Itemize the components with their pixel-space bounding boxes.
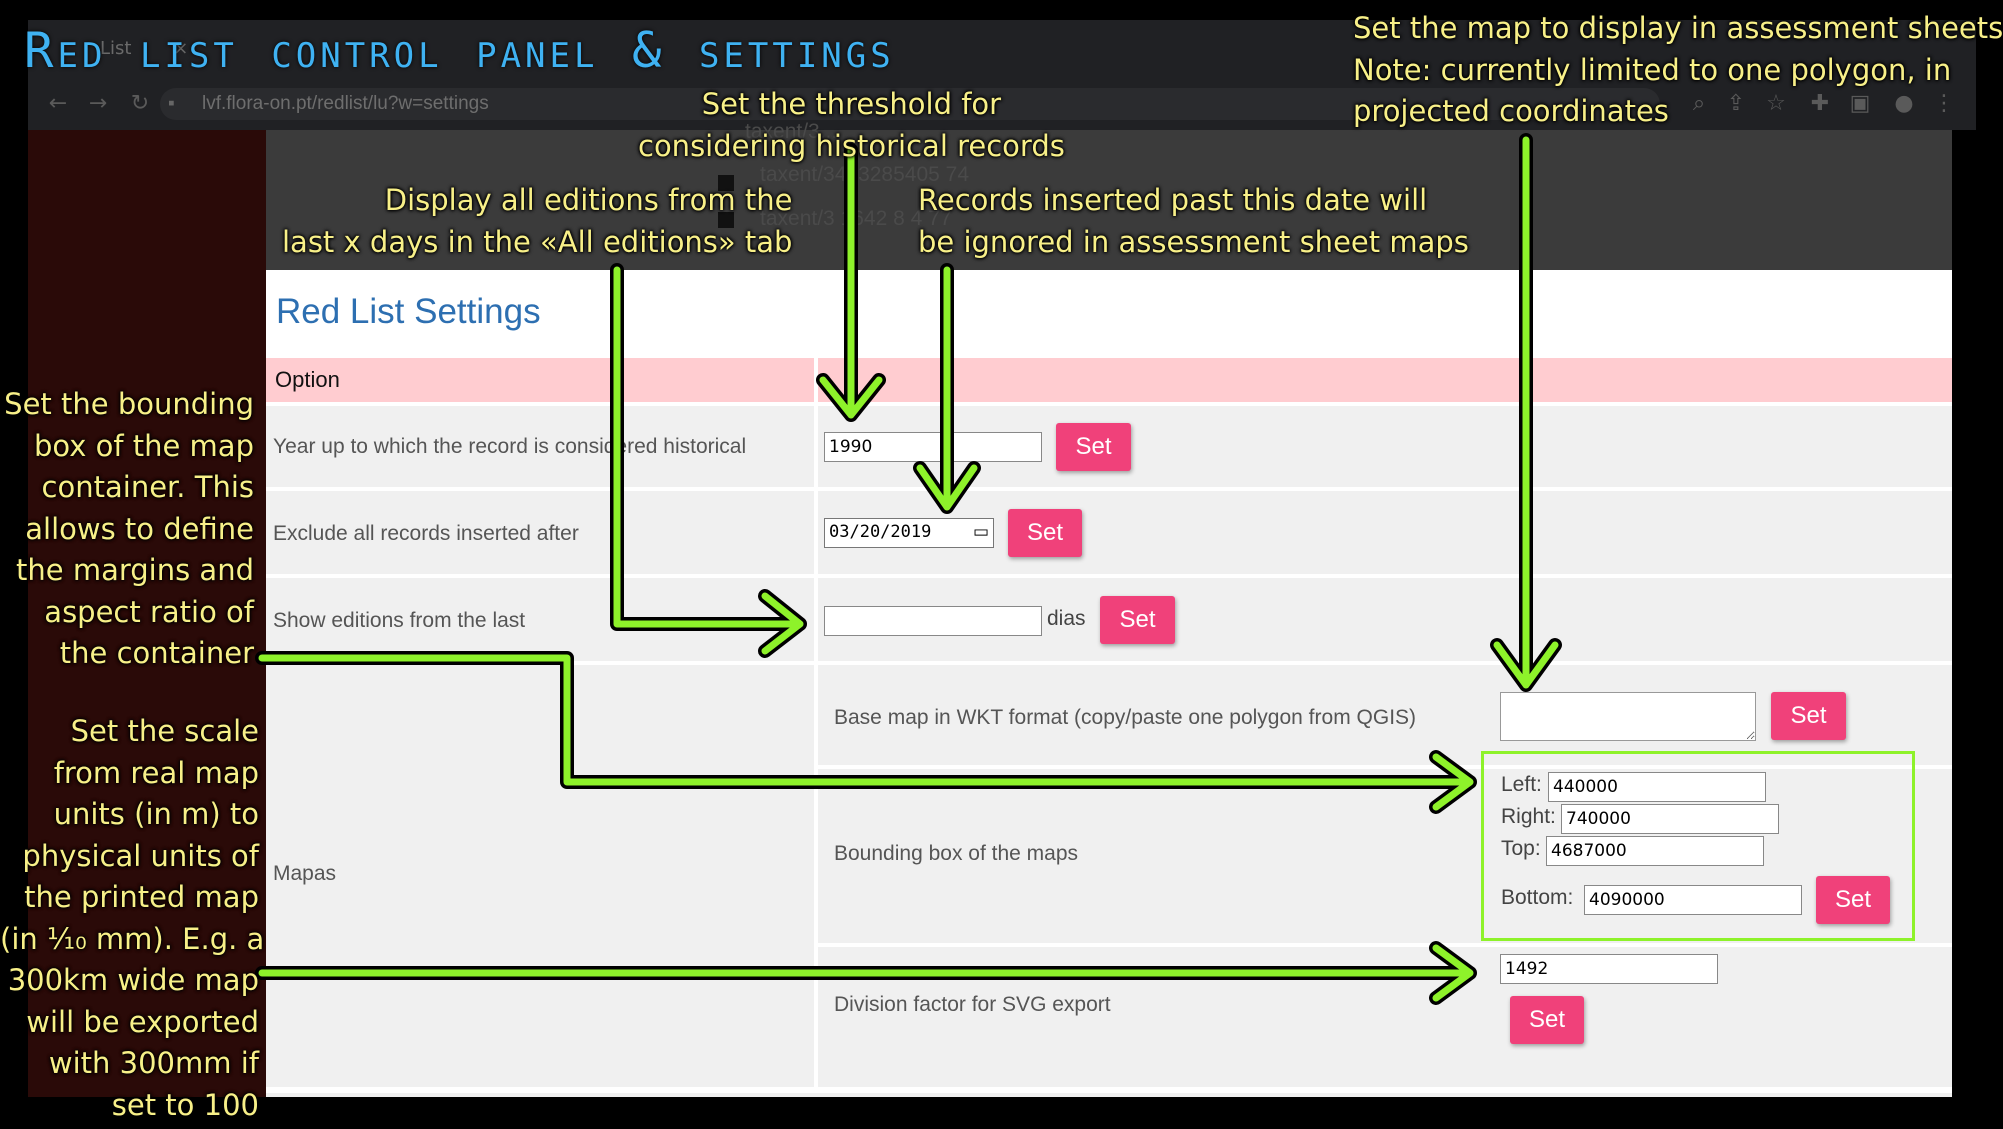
exclude-date-input[interactable]: 03/20/2019 ▭ bbox=[824, 518, 994, 548]
historical-year-input[interactable] bbox=[824, 432, 1042, 462]
row-divider bbox=[266, 402, 1952, 406]
set-historical-button[interactable]: Set bbox=[1056, 423, 1131, 471]
row-divider bbox=[818, 765, 1952, 769]
page-dark-header bbox=[266, 130, 1952, 270]
extensions-icon[interactable]: ✚ bbox=[1810, 91, 1830, 116]
division-label: Division factor for SVG export bbox=[834, 993, 1111, 1016]
profile-icon[interactable]: ● bbox=[1894, 91, 1914, 116]
address-text: lvf.flora-on.pt/redlist/lu?w=settings bbox=[202, 93, 489, 114]
row-divider bbox=[818, 943, 1952, 947]
bbox-label: Bounding box of the maps bbox=[834, 842, 1079, 865]
historical-label: Year up to which the record is considere… bbox=[273, 435, 747, 458]
left-label: Left: bbox=[1501, 773, 1542, 796]
close-tab-icon[interactable]: × bbox=[173, 38, 189, 59]
calendar-icon[interactable]: ▭ bbox=[972, 522, 989, 542]
editions-days-input[interactable] bbox=[824, 606, 1042, 636]
exclude-date-value: 03/20/2019 bbox=[829, 522, 932, 542]
page-sidebar bbox=[28, 130, 266, 1097]
top-label: Top: bbox=[1501, 837, 1541, 860]
sidepanel-icon[interactable]: ▣ bbox=[1849, 91, 1871, 116]
annotation-scale: Set the scale from real map units (in m)… bbox=[0, 714, 265, 1122]
page-title: Red List Settings bbox=[276, 292, 541, 331]
basemap-wkt-textarea[interactable] bbox=[1500, 692, 1756, 741]
list-bullet-icon bbox=[718, 212, 734, 228]
overlay-title: Red list control panel & settings bbox=[24, 22, 895, 79]
annotation-bbox: Set the bounding box of the map containe… bbox=[4, 387, 254, 670]
set-basemap-button[interactable]: Set bbox=[1771, 692, 1846, 740]
arrow-editions-line bbox=[613, 266, 804, 655]
reload-icon[interactable]: ↻ bbox=[130, 91, 150, 116]
arrow-scale-line bbox=[258, 944, 1474, 1002]
annotation-exclude: Records inserted past this date will be … bbox=[918, 183, 1469, 259]
right-label: Right: bbox=[1501, 805, 1556, 828]
annotation-editions: Display all editions from the last x day… bbox=[282, 183, 793, 259]
address-bar[interactable]: ▪ lvf.flora-on.pt/redlist/lu?w=settings bbox=[160, 88, 1660, 120]
zoom-icon[interactable]: ⌕ bbox=[1692, 91, 1706, 116]
table-header-row bbox=[266, 358, 1952, 402]
title-bar bbox=[266, 270, 1952, 358]
set-division-button[interactable]: Set bbox=[1510, 996, 1584, 1044]
bbox-right-input[interactable] bbox=[1561, 804, 1779, 834]
division-factor-input[interactable] bbox=[1500, 954, 1718, 984]
bbox-top-input[interactable] bbox=[1546, 836, 1764, 866]
editions-label: Show editions from the last bbox=[273, 609, 526, 632]
bottom-label: Bottom: bbox=[1501, 886, 1574, 909]
arrow-bbox-line bbox=[258, 654, 1474, 811]
annotation-historical: Set the threshold for considering histor… bbox=[638, 87, 1065, 163]
set-editions-button[interactable]: Set bbox=[1100, 596, 1175, 644]
bbox-left-input[interactable] bbox=[1548, 772, 1766, 802]
forward-icon[interactable]: → bbox=[88, 91, 108, 116]
taxon-link[interactable]: taxent/3... bbox=[745, 120, 838, 143]
browser-tab[interactable]: List × bbox=[100, 38, 345, 74]
basemap-label: Base map in WKT format (copy/paste one p… bbox=[834, 706, 1417, 729]
option-header: Option bbox=[275, 367, 340, 392]
exclude-label: Exclude all records inserted after bbox=[273, 522, 579, 545]
star-icon[interactable]: ☆ bbox=[1766, 91, 1786, 116]
set-exclude-button[interactable]: Set bbox=[1008, 509, 1082, 557]
mapas-label: Mapas bbox=[273, 862, 337, 885]
days-unit: dias bbox=[1047, 607, 1086, 630]
bbox-highlight bbox=[1481, 751, 1915, 941]
row-divider bbox=[266, 661, 1952, 665]
row-divider bbox=[266, 574, 1952, 578]
column-divider bbox=[814, 358, 818, 1093]
tab-title: List bbox=[100, 38, 132, 59]
back-icon[interactable]: ← bbox=[48, 91, 68, 116]
annotation-basemap: Set the map to display in assessment she… bbox=[1353, 11, 2003, 128]
table-bottom bbox=[266, 1087, 1952, 1093]
taxon-link[interactable]: taxent/3413285405 74 bbox=[760, 163, 970, 186]
share-icon[interactable]: ⇪ bbox=[1726, 91, 1746, 116]
lock-icon: ▪ bbox=[168, 93, 175, 114]
set-bbox-button[interactable]: Set bbox=[1816, 876, 1890, 924]
arrow-editions bbox=[610, 263, 807, 658]
bbox-bottom-input[interactable] bbox=[1584, 885, 1802, 915]
arrow-basemap-line bbox=[1493, 136, 1559, 689]
row-divider bbox=[266, 487, 1952, 491]
arrow-exclude-line bbox=[916, 266, 978, 511]
arrow-historical-line bbox=[819, 146, 883, 419]
menu-icon[interactable]: ⋮ bbox=[1933, 91, 1955, 116]
list-bullet-icon bbox=[718, 175, 734, 191]
